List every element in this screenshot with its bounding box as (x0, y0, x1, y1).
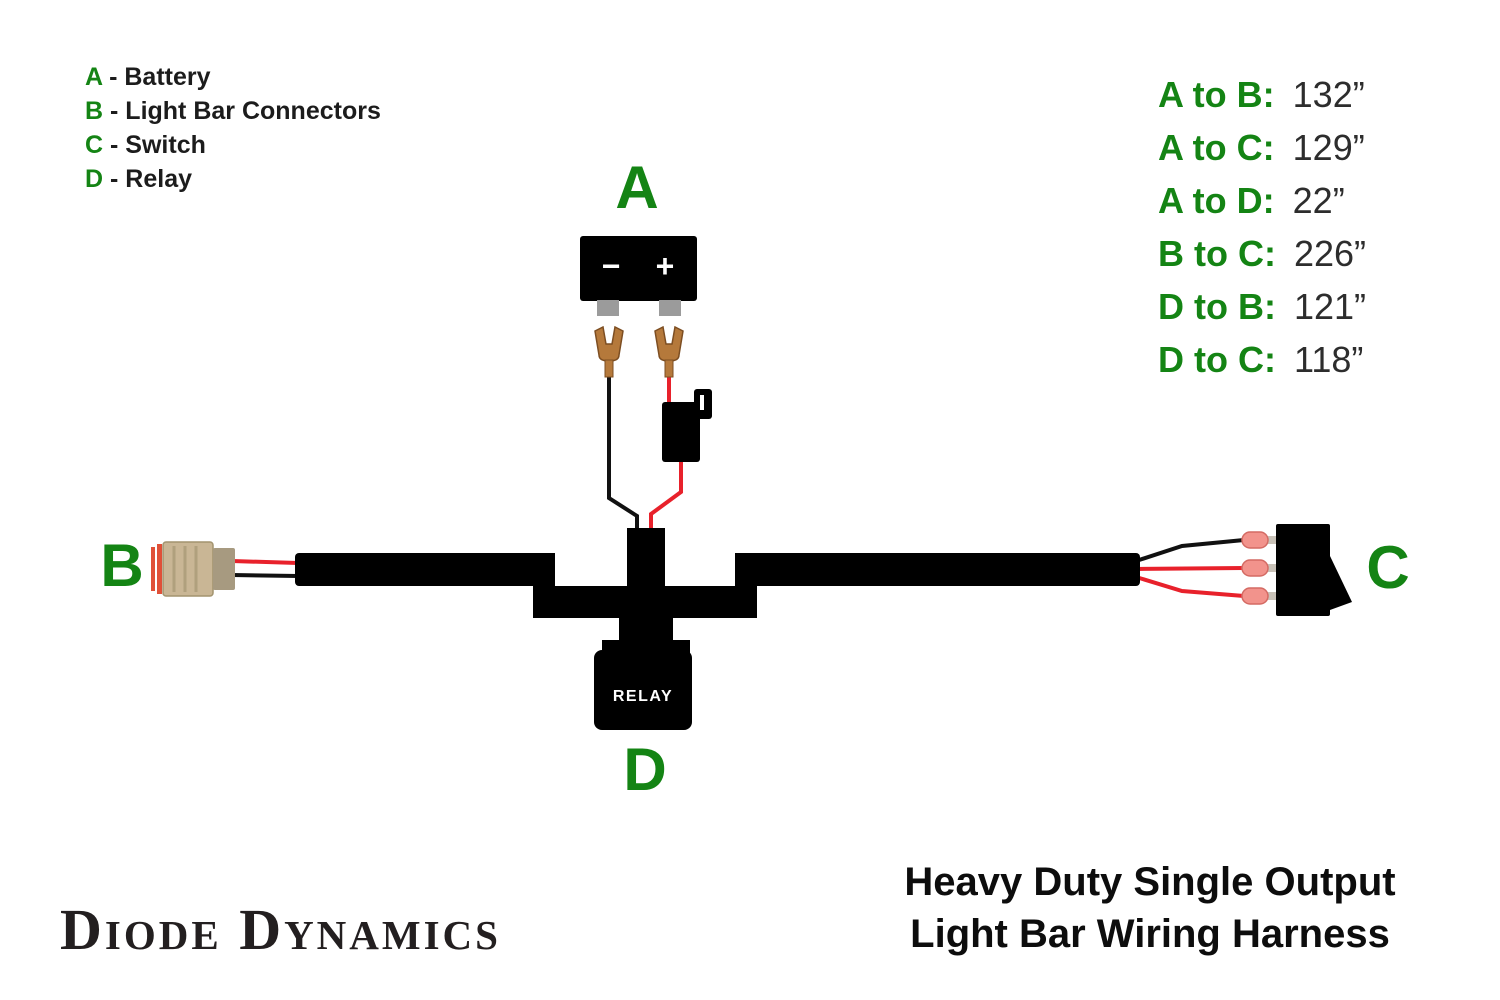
measurement-label: B to C: (1158, 233, 1276, 274)
switch-letter: C (1366, 534, 1410, 601)
legend-key: B (85, 97, 104, 125)
legend-label: Relay (125, 165, 193, 193)
fork-terminal-left (594, 325, 624, 378)
measurement-label: A to C: (1158, 127, 1275, 168)
product-title: Heavy Duty Single Output Light Bar Wirin… (830, 856, 1470, 960)
legend: A - Battery B - Light Bar Connectors C -… (85, 60, 381, 196)
legend-label: Light Bar Connectors (125, 97, 381, 125)
legend-item: C - Switch (85, 128, 381, 162)
legend-label: Battery (124, 63, 211, 91)
battery-letter: A (615, 154, 659, 221)
measurement-value: 121” (1293, 286, 1367, 327)
measurement-label: D to C: (1158, 339, 1276, 380)
light-bar-connector-icon (151, 541, 235, 597)
measurement-value: 132” (1292, 74, 1365, 115)
measurement-value: 22” (1292, 180, 1345, 221)
relay-letter: D (623, 736, 667, 803)
measurements-list: A to B: 132” A to C: 129” A to D: 22” B … (1158, 68, 1366, 386)
measurement-value: 129” (1292, 127, 1365, 168)
measurement-row: D to B: 121” (1158, 280, 1366, 333)
battery-minus-sign: − (601, 248, 621, 284)
battery-plus-sign: + (655, 248, 675, 284)
legend-item: D - Relay (85, 162, 381, 196)
brand-logo: Diode Dynamics (60, 897, 501, 962)
fork-terminal-right (654, 325, 684, 378)
measurement-label: D to B: (1158, 286, 1276, 327)
harness (295, 528, 1140, 660)
legend-separator: - (110, 131, 119, 159)
legend-separator: - (110, 97, 119, 125)
product-title-line1: Heavy Duty Single Output (904, 860, 1396, 904)
legend-key: D (85, 165, 104, 193)
legend-separator: - (110, 165, 119, 193)
legend-separator: - (109, 63, 118, 91)
measurement-row: A to B: 132” (1158, 68, 1366, 121)
measurement-row: D to C: 118” (1158, 333, 1366, 386)
legend-item: B - Light Bar Connectors (85, 94, 381, 128)
measurement-row: A to D: 22” (1158, 174, 1366, 227)
connector-letter: B (100, 532, 144, 599)
legend-key: A (85, 63, 103, 91)
measurement-value: 226” (1293, 233, 1367, 274)
measurement-value: 118” (1293, 339, 1364, 380)
relay-icon (594, 650, 692, 730)
battery-wires (607, 374, 683, 534)
measurement-label: A to B: (1158, 74, 1275, 115)
measurement-label: A to D: (1158, 180, 1275, 221)
switch-wires (1135, 538, 1245, 598)
measurement-row: A to C: 129” (1158, 121, 1366, 174)
legend-label: Switch (125, 131, 206, 159)
product-title-line2: Light Bar Wiring Harness (910, 912, 1390, 956)
fuse-holder-icon (662, 389, 712, 462)
battery-icon (580, 236, 697, 316)
connector-b-wires (231, 559, 299, 578)
relay-text: RELAY (612, 688, 674, 705)
legend-item: A - Battery (85, 60, 381, 94)
measurement-row: B to C: 226” (1158, 227, 1366, 280)
switch-icon (1241, 524, 1352, 616)
legend-key: C (85, 131, 104, 159)
